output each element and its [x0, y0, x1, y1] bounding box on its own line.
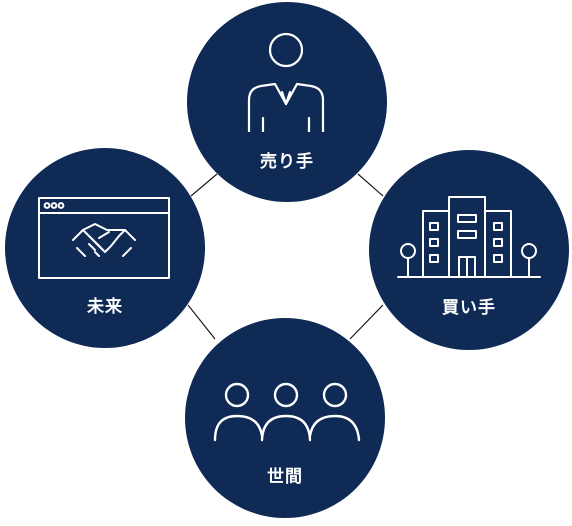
- connector-buyer-public: [349, 304, 384, 340]
- building-icon: [397, 196, 541, 278]
- connector-future-public: [187, 304, 216, 340]
- node-buyer: 買い手: [369, 150, 569, 350]
- node-future: 未来: [5, 148, 205, 348]
- node-label: 未来: [87, 297, 123, 317]
- node-label: 買い手: [442, 298, 496, 318]
- node-label: 世間: [267, 467, 303, 487]
- node-seller: 売り手: [187, 2, 387, 202]
- node-label: 売り手: [260, 152, 314, 172]
- group-icon: [213, 382, 361, 442]
- node-public: 世間: [185, 318, 385, 518]
- connector-seller-buyer: [357, 173, 384, 197]
- connector-seller-future: [190, 173, 218, 197]
- browser-handshake-icon: [38, 197, 170, 279]
- person-icon: [247, 32, 325, 132]
